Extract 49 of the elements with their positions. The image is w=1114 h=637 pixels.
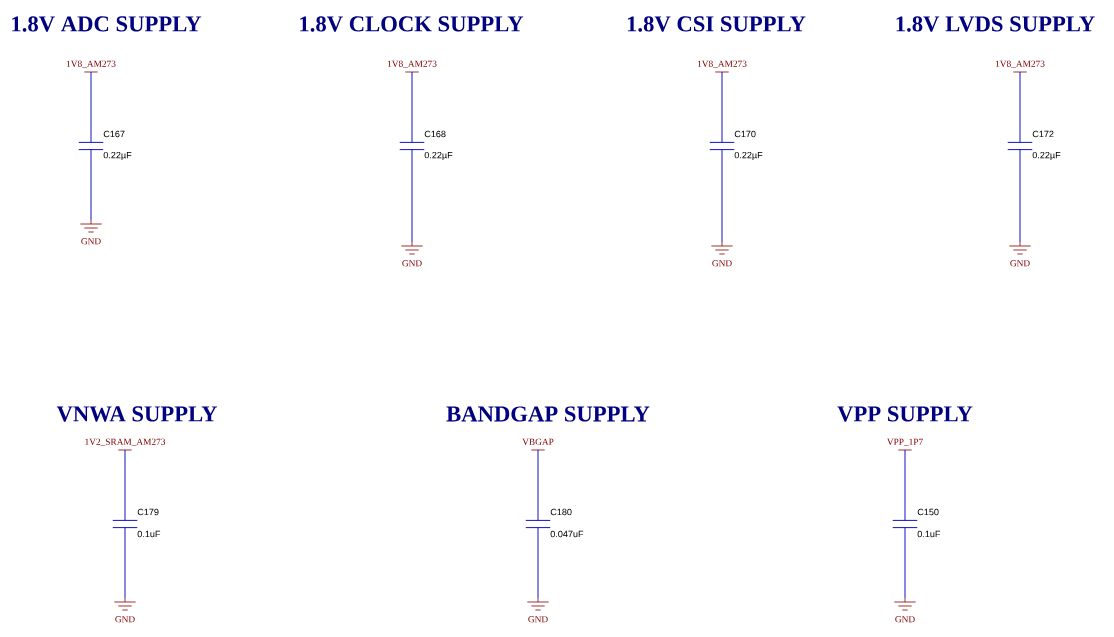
power-port: 1V8_AM273	[66, 60, 116, 73]
component-label: 0.22µF	[424, 151, 453, 161]
section-heading: 1.8V LVDS SUPPLY	[896, 16, 1095, 32]
wire	[90, 71, 92, 143]
wire	[721, 71, 723, 143]
component-label: C168	[424, 130, 446, 138]
wire	[721, 149, 723, 243]
section-heading: BANDGAP SUPPLY	[446, 406, 650, 422]
power-port: 1V2_SRAM_AM273	[85, 438, 166, 451]
wire	[90, 149, 92, 221]
component-label: 0.22µF	[734, 151, 763, 161]
capacitor-symbol	[1007, 141, 1033, 151]
wire	[904, 527, 906, 599]
section-heading: VNWA SUPPLY	[56, 406, 218, 422]
section-heading: 1.8V ADC SUPPLY	[12, 16, 202, 32]
wire	[537, 527, 539, 599]
component-label: 0.22µF	[103, 151, 132, 161]
component-label: 0.047uF	[550, 530, 584, 538]
wire	[411, 149, 413, 243]
power-port: VPP_1P7	[886, 438, 923, 451]
capacitor-symbol	[709, 141, 735, 151]
wire	[124, 527, 126, 599]
component-label: C167	[103, 130, 125, 138]
power-port: 1V8_AM273	[995, 60, 1045, 73]
capacitor-symbol	[892, 519, 918, 529]
power-port: 1V8_AM273	[697, 60, 747, 73]
section-heading: VPP SUPPLY	[837, 406, 973, 422]
wire	[1019, 149, 1021, 243]
power-port: VBGAP	[522, 438, 554, 451]
capacitor-symbol	[399, 141, 425, 151]
capacitor-symbol	[112, 519, 138, 529]
capacitor-symbol	[525, 519, 551, 529]
component-label: 0.1uF	[917, 530, 941, 538]
component-label: C150	[917, 508, 939, 516]
component-label: C172	[1032, 130, 1054, 138]
power-port: 1V8_AM273	[387, 60, 437, 73]
wire	[537, 449, 539, 521]
section-heading: 1.8V CLOCK SUPPLY	[300, 16, 524, 32]
component-label: C170	[734, 130, 756, 138]
wire	[411, 71, 413, 143]
capacitor-symbol	[78, 141, 104, 151]
wire	[904, 449, 906, 521]
component-label: C179	[137, 508, 159, 516]
component-label: 0.22µF	[1032, 151, 1061, 161]
component-label: C180	[550, 508, 572, 516]
section-heading: 1.8V CSI SUPPLY	[627, 16, 806, 32]
component-label: 0.1uF	[137, 530, 161, 538]
wire	[124, 449, 126, 521]
wire	[1019, 71, 1021, 143]
